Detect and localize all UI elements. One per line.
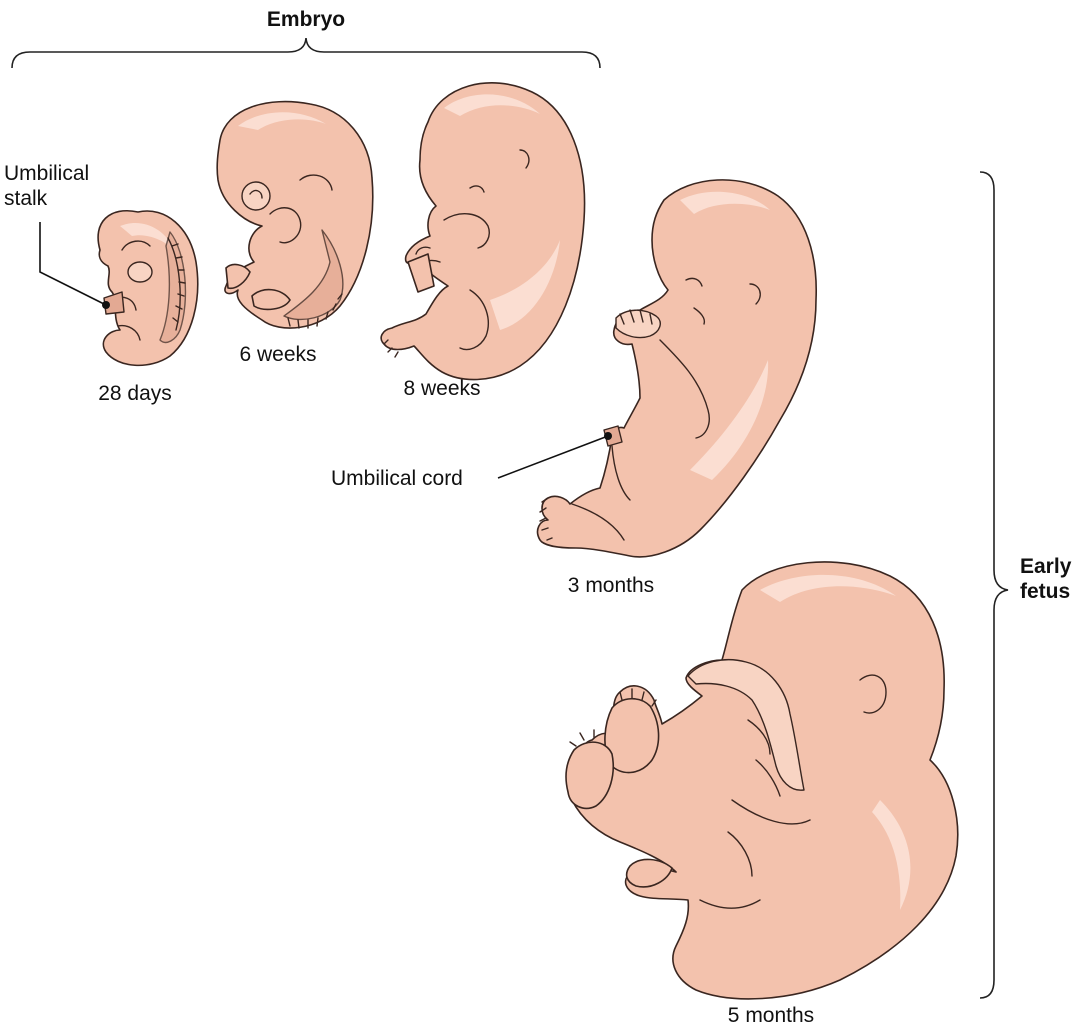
umbilical-cord-dot — [604, 432, 612, 440]
early-fetus-bracket — [980, 172, 1008, 998]
embryo-28-days — [98, 211, 198, 366]
fetus-5-months — [566, 562, 958, 999]
embryo-8-weeks — [381, 83, 584, 380]
embryo-group-label: Embryo — [267, 8, 345, 32]
embryo-bracket — [12, 38, 600, 68]
early-fetus-label-line1: Early — [1020, 555, 1071, 579]
embryo-6-weeks — [217, 102, 373, 328]
stage-label-6-weeks: 6 weeks — [239, 343, 316, 367]
stage-label-8-weeks: 8 weeks — [403, 377, 480, 401]
stage-label-5-months: 5 months — [728, 1004, 814, 1028]
stage-label-28-days: 28 days — [98, 382, 172, 406]
umbilical-stalk-label-line2: stalk — [4, 187, 47, 211]
umbilical-stalk-label-line1: Umbilical — [4, 162, 89, 186]
umbilical-stalk-dot — [102, 301, 110, 309]
stage-label-3-months: 3 months — [568, 574, 654, 598]
umbilical-cord-label: Umbilical cord — [331, 467, 463, 491]
umbilical-cord-leader — [498, 436, 608, 478]
umbilical-stalk-leader — [40, 222, 106, 305]
early-fetus-label-line2: fetus — [1020, 580, 1070, 604]
